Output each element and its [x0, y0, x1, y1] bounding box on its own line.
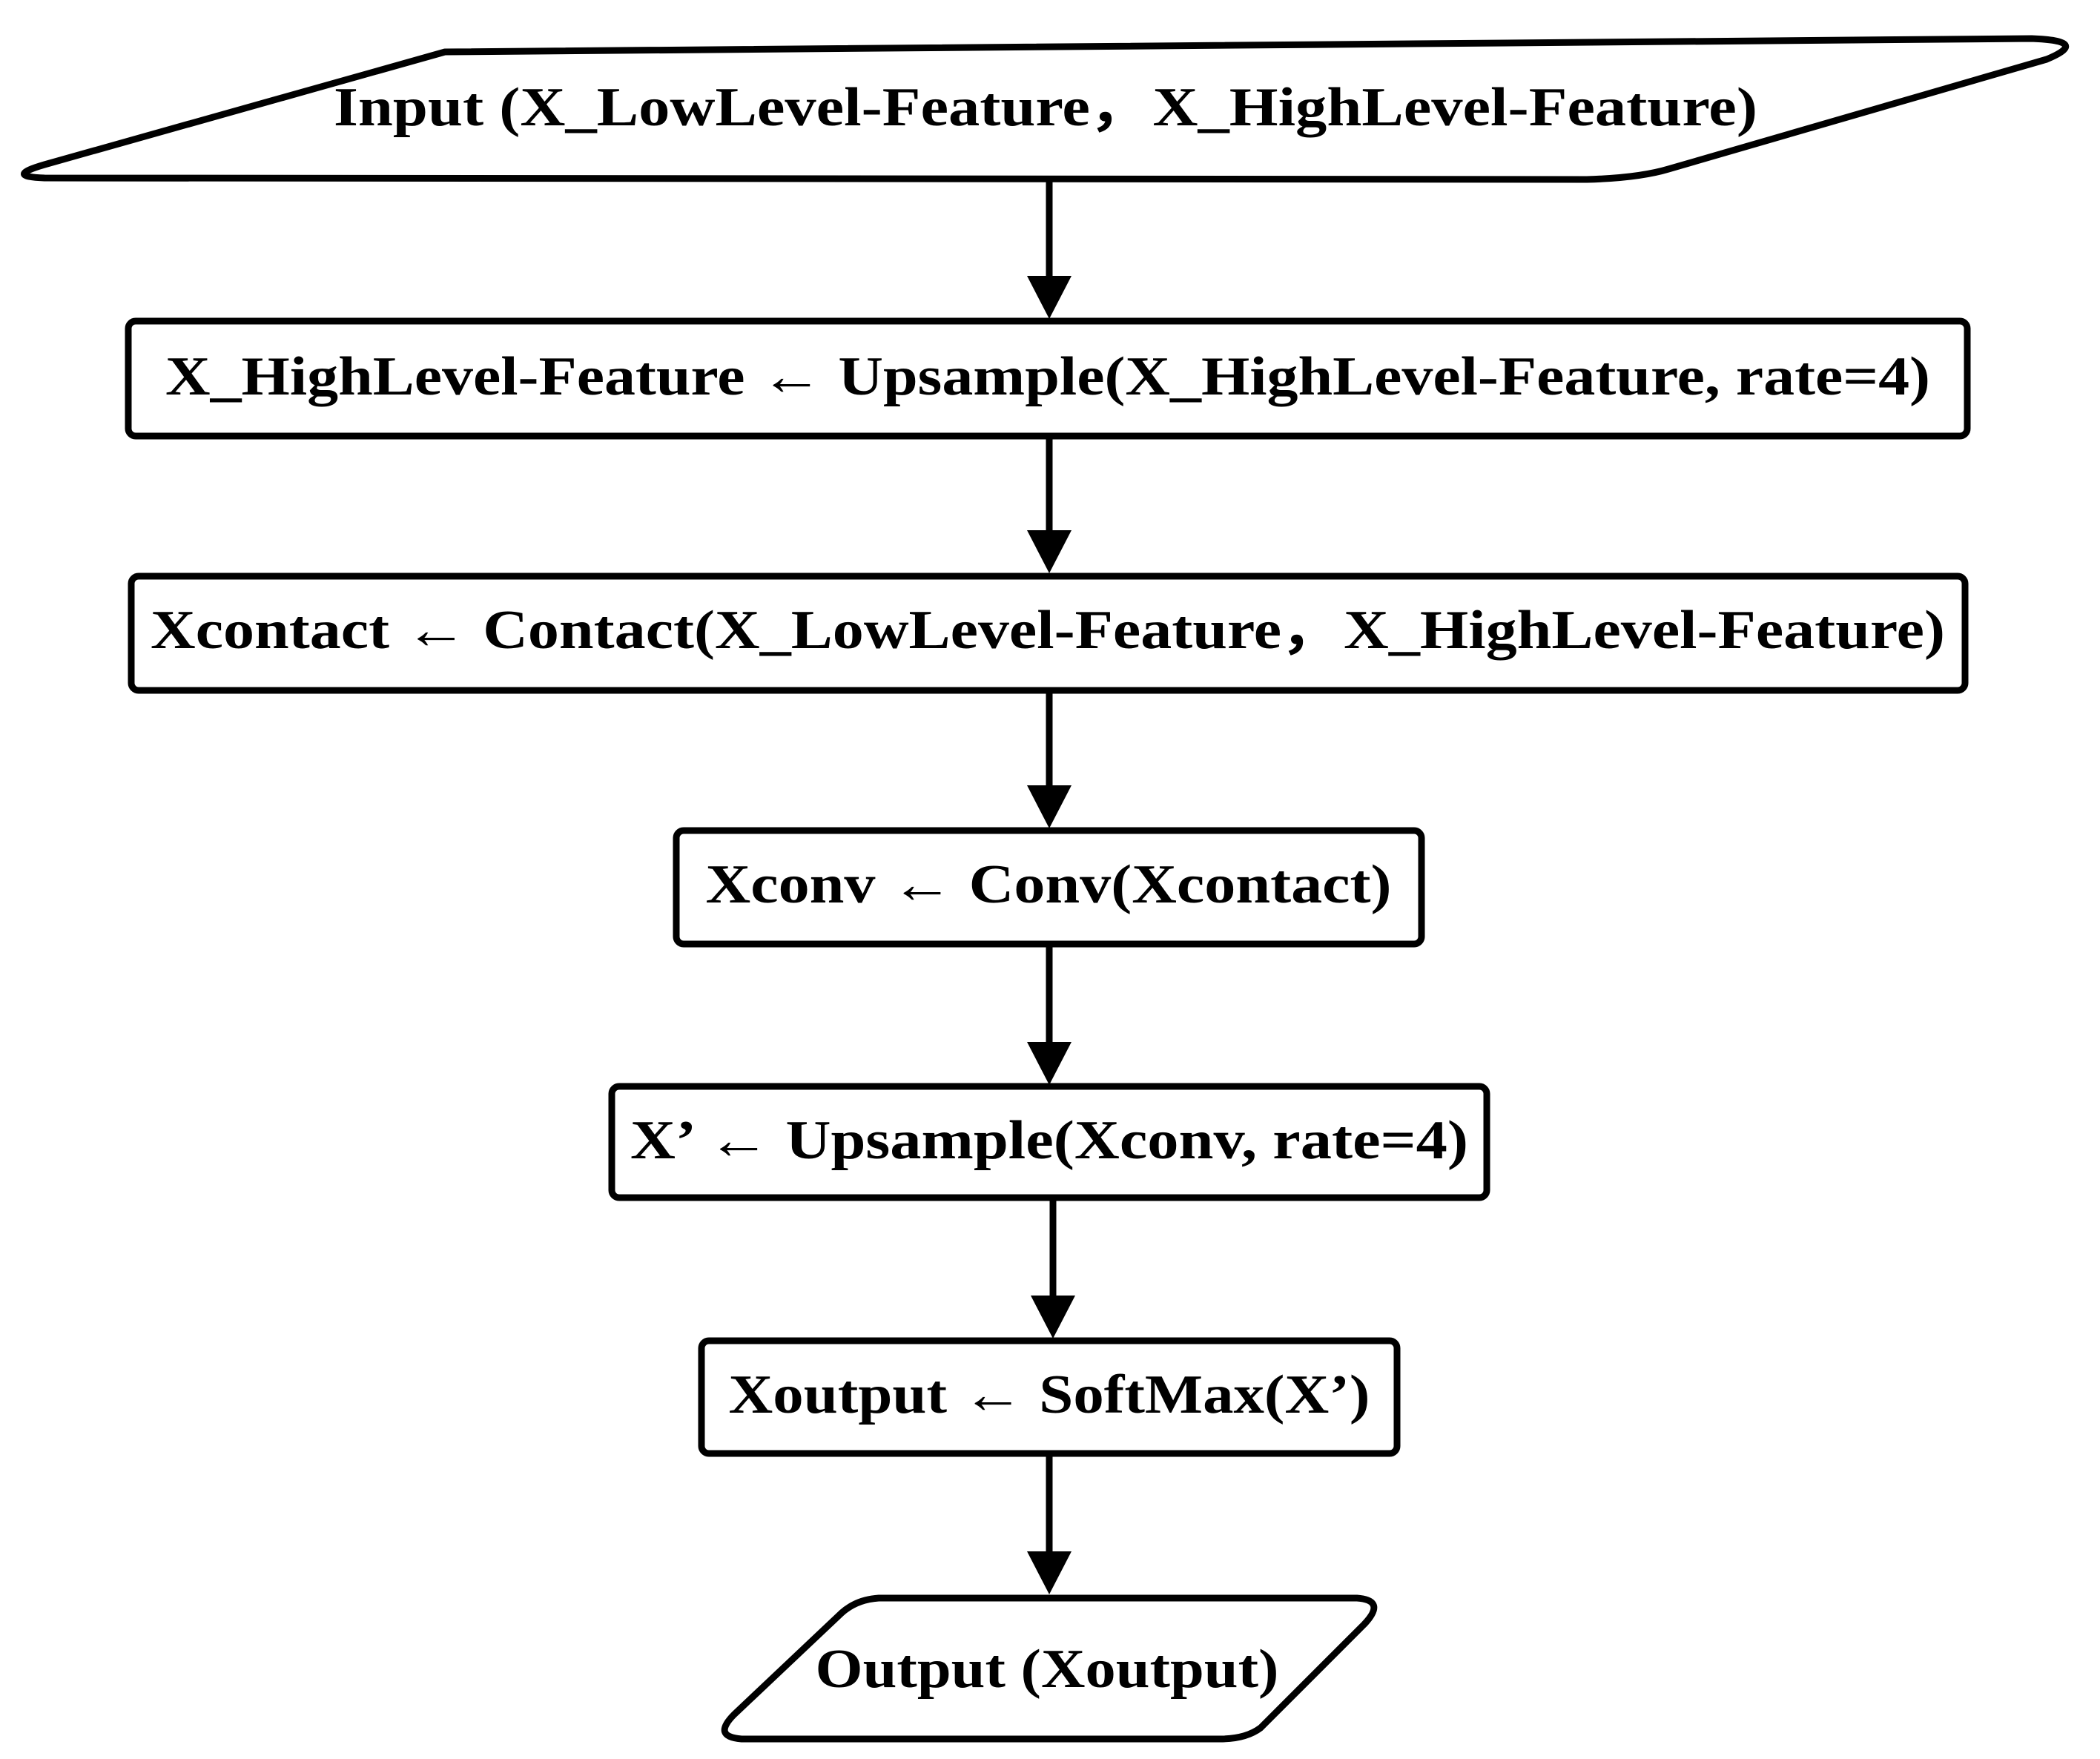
input-label: Input (X_LowLevel-Feature，X_HighLevel-Fe… — [334, 77, 1757, 138]
upsample-conv-label: X’ ← Upsample(Xconv, rate=4) — [630, 1110, 1468, 1171]
contact-box — [128, 572, 1969, 694]
output-label: Output (Xoutput) — [816, 1639, 1279, 1700]
edge-conv-to-upsample-conv — [1027, 945, 1072, 1085]
output-node: Output (Xoutput) — [721, 1594, 1378, 1743]
upsample-high-node: X_HighLevel-Feature ← Upsample(X_HighLev… — [125, 317, 1971, 440]
output-parallelogram — [721, 1594, 1378, 1743]
softmax-label: Xoutput ← SoftMax(X’) — [729, 1364, 1370, 1425]
upsample-high-label: X_HighLevel-Feature ← Upsample(X_HighLev… — [165, 346, 1930, 407]
conv-box — [673, 827, 1425, 948]
input-parallelogram — [21, 35, 2070, 183]
edge-upsample-high-to-contact — [1027, 438, 1072, 573]
softmax-node: Xoutput ← SoftMax(X’) — [698, 1337, 1401, 1457]
upsample-conv-node: X’ ← Upsample(Xconv, rate=4) — [608, 1083, 1490, 1201]
conv-label: Xconv ← Conv(Xcontact) — [706, 854, 1392, 915]
softmax-box — [698, 1337, 1401, 1457]
conv-node: Xconv ← Conv(Xcontact) — [673, 827, 1425, 948]
contact-node: Xcontact ← Contact(X_LowLevel-Feature，X_… — [128, 572, 1969, 694]
edge-contact-to-conv — [1027, 692, 1072, 828]
contact-label: Xcontact ← Contact(X_LowLevel-Feature，X_… — [151, 600, 1945, 661]
edge-upsample-conv-to-softmax — [1031, 1199, 1075, 1339]
input-node: Input (X_LowLevel-Feature，X_HighLevel-Fe… — [21, 35, 2070, 183]
edge-input-to-upsample-high — [1027, 179, 1072, 319]
edge-softmax-to-output — [1027, 1455, 1072, 1594]
upsample-high-box — [125, 317, 1971, 440]
upsample-conv-box — [608, 1083, 1490, 1201]
